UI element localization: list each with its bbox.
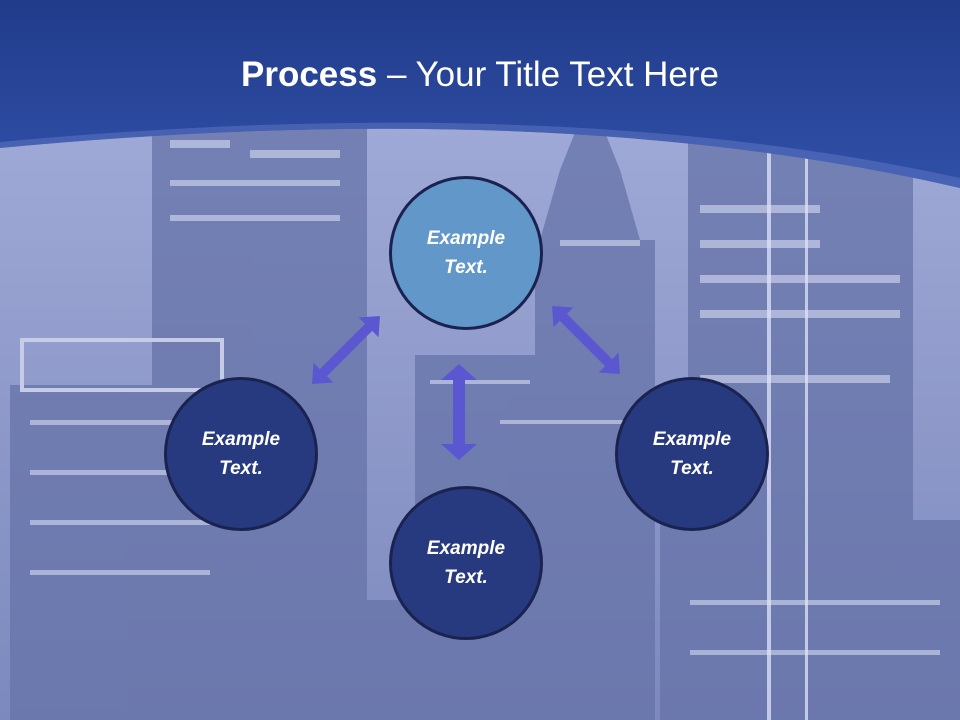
arrow-center-vertical [441, 364, 477, 460]
node-top-text: Example Text. [426, 228, 506, 278]
process-node-bottom: Example Text. [389, 486, 543, 640]
node-left-text: Example Text. [201, 429, 281, 479]
process-node-left: Example Text. [164, 377, 318, 531]
node-bottom-text: Example Text. [426, 538, 506, 588]
title-bold: Process [241, 55, 378, 94]
arrow-top-left [312, 316, 380, 384]
node-right-text: Example Text. [652, 429, 732, 479]
title-rest: – Your Title Text Here [377, 55, 719, 94]
slide-title: Process – Your Title Text Here [0, 52, 960, 98]
process-node-right: Example Text. [615, 377, 769, 531]
arrow-top-right [552, 306, 620, 374]
process-node-top: Example Text. [389, 176, 543, 330]
